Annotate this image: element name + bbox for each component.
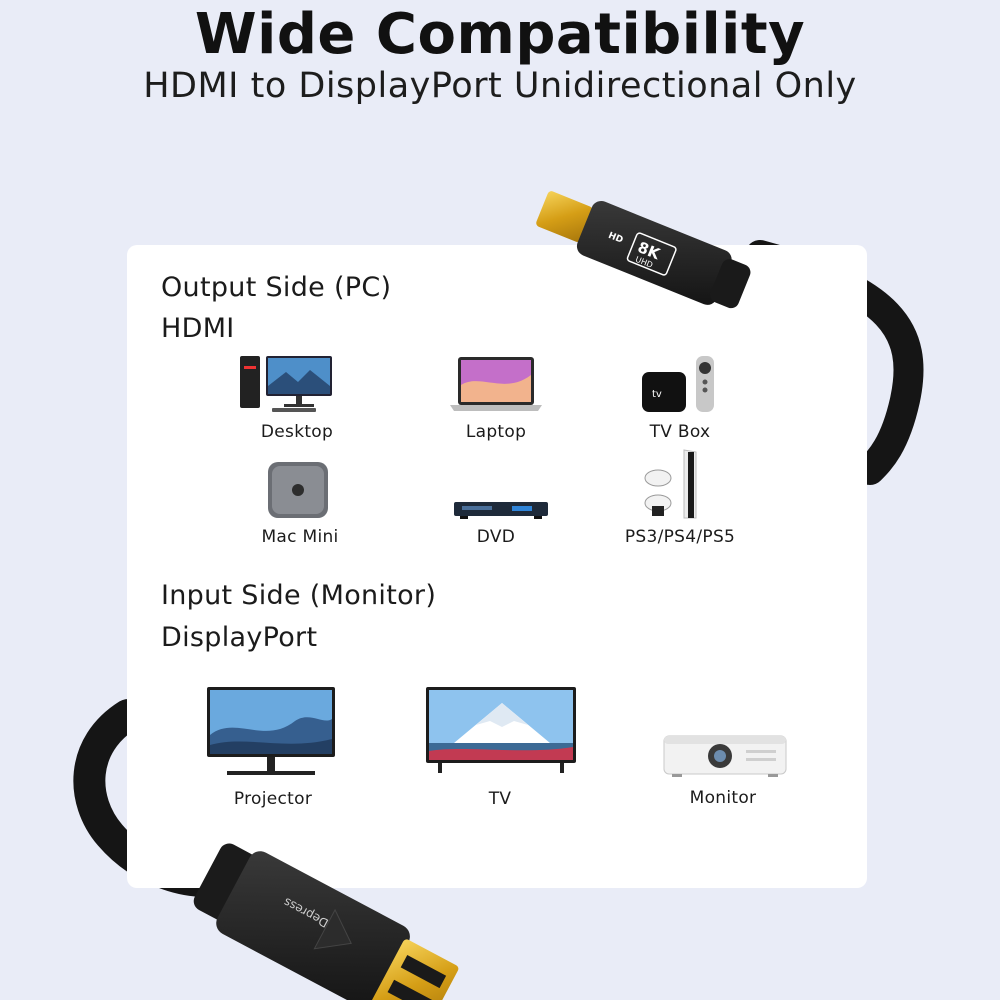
- device-label-consoles: PS3/PS4/PS5: [624, 527, 736, 547]
- input-side-heading: Input Side (Monitor): [161, 580, 437, 611]
- desktop-icon: [238, 352, 338, 414]
- output-side-heading: Output Side (PC): [161, 272, 392, 303]
- device-label-projector: Projector: [233, 789, 313, 809]
- device-label-tv-box: TV Box: [649, 422, 711, 442]
- projector-icon: [662, 730, 788, 778]
- tv-icon: [424, 685, 578, 779]
- svg-text:tv: tv: [652, 389, 662, 400]
- input-port-label: DisplayPort: [161, 622, 318, 653]
- device-label-mac-mini: Mac Mini: [261, 527, 339, 547]
- page-title: Wide Compatibility: [194, 2, 806, 67]
- device-label-laptop: Laptop: [465, 422, 527, 442]
- game-console-icon: [644, 448, 714, 520]
- device-label-desktop: Desktop: [260, 422, 334, 442]
- mac-mini-icon: [266, 460, 330, 520]
- monitor-icon: [205, 685, 337, 779]
- device-label-monitor: Monitor: [689, 788, 757, 808]
- device-label-tv: TV: [488, 789, 512, 809]
- tv-box-icon: tv: [640, 354, 720, 414]
- dvd-player-icon: [452, 498, 550, 520]
- device-label-dvd: DVD: [476, 527, 516, 547]
- page-subtitle: HDMI to DisplayPort Unidirectional Only: [143, 66, 857, 106]
- laptop-icon: [450, 355, 542, 413]
- compatibility-card: [127, 245, 867, 888]
- output-port-label: HDMI: [161, 313, 235, 344]
